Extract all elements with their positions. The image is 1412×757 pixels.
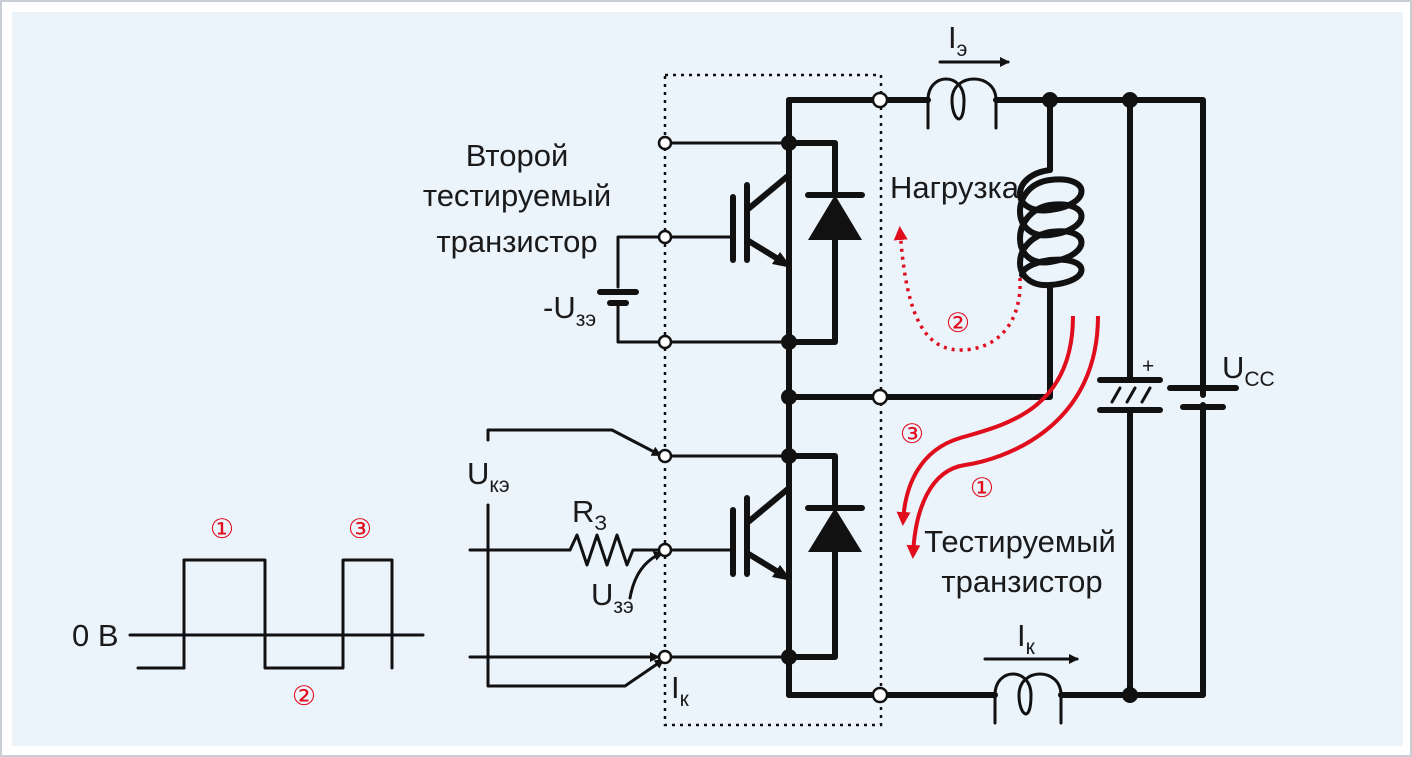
second-transistor-line3: транзистор	[436, 224, 597, 259]
gate-resistor	[568, 533, 667, 567]
path-marker-1: ①	[970, 473, 994, 504]
freewheel-path-2	[893, 226, 1022, 352]
junction-nodes	[781, 92, 1138, 703]
path-marker-2: ②	[946, 308, 970, 339]
lower-igbt	[663, 453, 865, 660]
dc-supply	[1167, 385, 1239, 410]
second-transistor-line1: Второй	[466, 138, 569, 173]
waveform-marker-2: ②	[292, 681, 316, 712]
rg-label: RЗ	[572, 494, 607, 535]
upper-igbt	[663, 140, 865, 345]
load-inductor	[1017, 167, 1085, 289]
double-pulse-waveform	[128, 558, 425, 670]
neg-uge-label: -Uзэ	[543, 290, 596, 331]
zero-volt-label: 0 В	[72, 618, 119, 653]
figure-panel	[12, 12, 1403, 746]
capacitor-plus-label: +	[1142, 355, 1154, 378]
uge-label: Uзэ	[591, 577, 634, 618]
lower-diode	[808, 508, 862, 552]
conduction-path-3	[896, 315, 1075, 526]
emitter-current-probe	[926, 57, 1010, 130]
current-paths	[893, 226, 1100, 559]
gate-drive-leads	[468, 428, 667, 688]
tested-transistor-line2: транзистор	[941, 564, 1102, 599]
path-marker-3: ③	[900, 419, 924, 450]
collector-current-probe	[983, 654, 1079, 725]
ic-bottom-label: Iк	[1017, 618, 1036, 659]
dc-link-capacitor	[1097, 377, 1163, 413]
gate-bias-source	[597, 235, 667, 344]
conduction-path-1	[906, 315, 1100, 559]
uce-label: Uкэ	[467, 456, 510, 497]
tested-transistor-line1: Тестируемый	[924, 524, 1116, 559]
module-terminals	[657, 91, 889, 704]
second-transistor-line2: тестируемый	[423, 178, 611, 213]
text-labels: Второй тестируемый транзистор -Uзэ Нагру…	[72, 20, 1275, 711]
load-label: Нагрузка	[890, 170, 1020, 205]
waveform-marker-1: ①	[210, 514, 234, 545]
upper-diode	[808, 195, 862, 240]
ucc-label: UCC	[1222, 350, 1275, 391]
ic-left-label: Iк	[671, 670, 690, 711]
ie-label: Iэ	[948, 20, 967, 61]
waveform-marker-3: ③	[348, 514, 372, 545]
sequence-markers: ① ③ ② ② ③ ①	[210, 308, 994, 712]
